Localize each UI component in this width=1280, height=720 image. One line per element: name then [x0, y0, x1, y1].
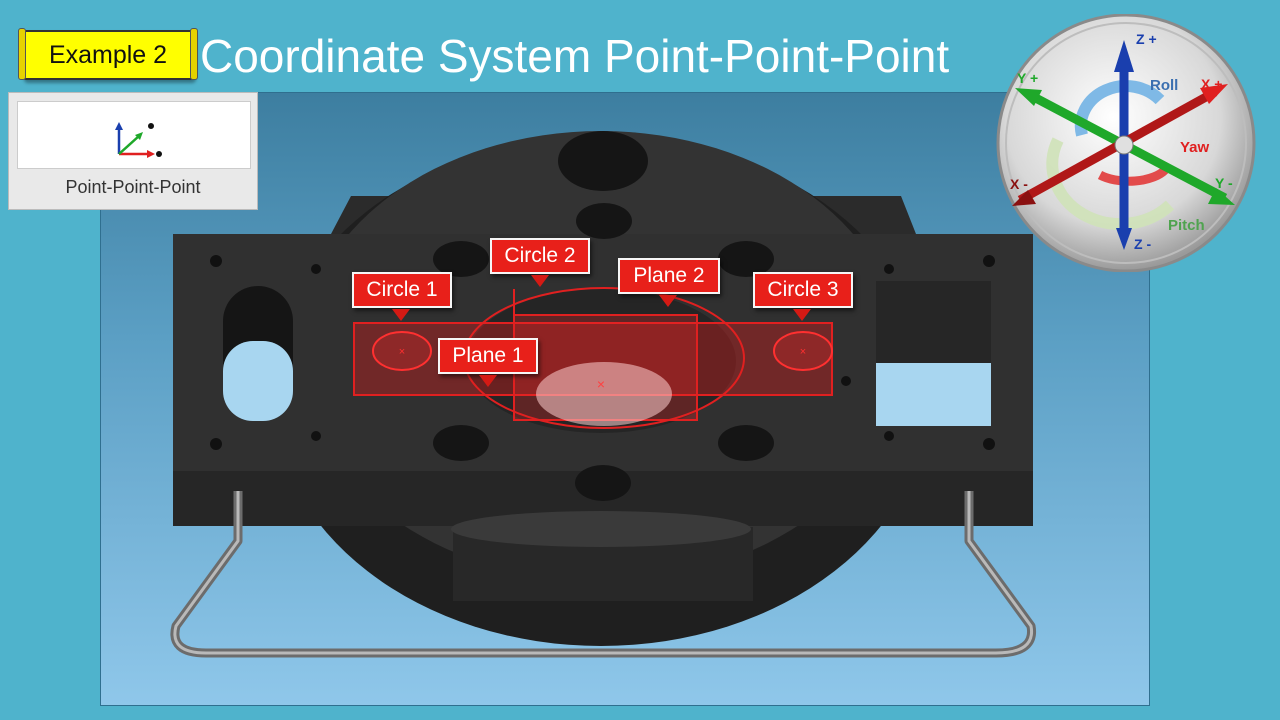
gizmo-x-plus-label: X + — [1201, 76, 1222, 92]
callout-circle-2: Circle 2 — [490, 238, 590, 274]
callout-plane-2-label: Plane 2 — [633, 264, 705, 287]
callout-plane-2-arrow — [659, 295, 677, 307]
callout-circle-3-arrow — [793, 309, 811, 321]
gizmo-z-plus-label: Z + — [1136, 31, 1157, 47]
callout-circle-1-label: Circle 1 — [366, 278, 438, 301]
callout-plane-2: Plane 2 — [618, 258, 720, 294]
callout-circle-1-arrow — [392, 309, 410, 321]
gizmo-x-minus-label: X - — [1010, 176, 1028, 192]
example-badge-label: Example 2 — [48, 40, 168, 69]
point-point-point-icon — [115, 122, 162, 158]
callout-circle-3: Circle 3 — [753, 272, 853, 308]
gizmo-y-minus-label: Y - — [1215, 175, 1233, 191]
gizmo-z-minus-label: Z - — [1134, 236, 1151, 252]
callout-plane-1-arrow — [479, 375, 497, 387]
callout-circle-2-label: Circle 2 — [504, 244, 576, 267]
gizmo-roll-label: Roll — [1150, 77, 1178, 94]
callout-plane-1-label: Plane 1 — [452, 344, 524, 367]
svg-text:×: × — [399, 346, 405, 358]
page-title: Coordinate System Point-Point-Point — [200, 30, 950, 82]
tool-icon-frame — [17, 101, 251, 169]
gizmo-yaw-label: Yaw — [1180, 139, 1210, 156]
axis-gizmo: Z + Z - X + X - Y + Y - Roll Yaw Pitch — [996, 14, 1256, 272]
gizmo-pitch-label: Pitch — [1168, 217, 1205, 234]
example-badge: Example 2 — [18, 28, 198, 80]
callout-circle-1: Circle 1 — [352, 272, 452, 308]
point-point-point-tool[interactable]: Point-Point-Point — [8, 92, 258, 210]
tool-label: Point-Point-Point — [65, 177, 201, 197]
callout-circle-2-arrow — [531, 275, 549, 287]
svg-text:×: × — [597, 376, 605, 392]
callout-circle-3-label: Circle 3 — [767, 278, 839, 301]
svg-text:×: × — [800, 346, 806, 358]
callout-plane-1: Plane 1 — [438, 338, 538, 374]
gizmo-y-plus-label: Y + — [1017, 70, 1038, 86]
